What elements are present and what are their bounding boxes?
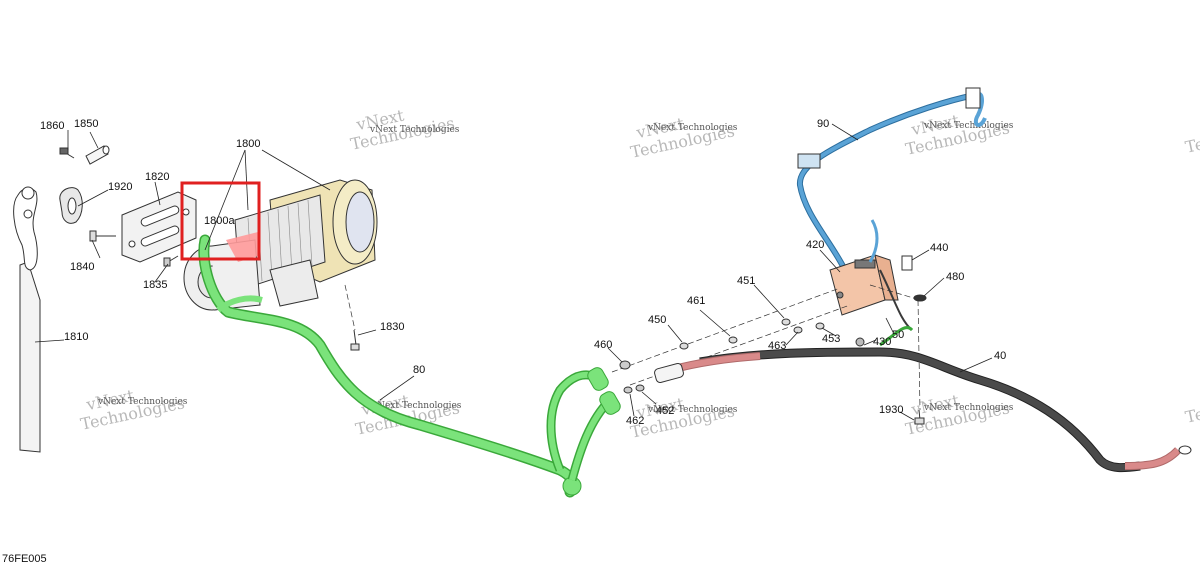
callout-462[interactable]: 462 — [626, 415, 644, 427]
cable-40 — [654, 326, 1192, 473]
svg-text:Technologies: Technologies — [1184, 386, 1200, 427]
callout-461[interactable]: 461 — [687, 295, 705, 307]
callout-440[interactable]: 440 — [930, 242, 948, 254]
callout-1860[interactable]: 1860 — [40, 120, 64, 132]
callout-1820[interactable]: 1820 — [145, 171, 169, 183]
leader-lines — [34, 123, 993, 421]
callout-450[interactable]: 450 — [648, 314, 666, 326]
contactor-420 — [829, 219, 913, 331]
watermark-small: vNext Technologies — [369, 125, 460, 135]
pin-1860 — [59, 147, 75, 159]
callout-1920[interactable]: 1920 — [108, 181, 132, 193]
callout-1930[interactable]: 1930 — [879, 404, 903, 416]
mount-plate-1820 — [121, 191, 197, 263]
watermark-small: vNext Technologies — [923, 121, 1014, 131]
watermark: Technologies — [1184, 386, 1200, 427]
bolt-1840 — [89, 230, 116, 242]
callout-452[interactable]: 452 — [656, 405, 674, 417]
highlight-region — [226, 232, 258, 262]
callout-451[interactable]: 451 — [737, 275, 755, 287]
callout-480[interactable]: 480 — [946, 271, 964, 283]
clip-440 — [901, 255, 913, 271]
callout-453[interactable]: 453 — [822, 333, 840, 345]
callout-460[interactable]: 460 — [594, 339, 612, 351]
bushing-1850 — [85, 145, 110, 165]
callout-1830[interactable]: 1830 — [380, 321, 404, 333]
watermark-small: vNext Technologies — [647, 123, 738, 133]
fairlead-1920 — [59, 187, 83, 224]
callout-420[interactable]: 420 — [806, 239, 824, 251]
callout-1800a[interactable]: 1800a — [204, 215, 235, 227]
cable-90 — [796, 87, 987, 272]
callout-1810[interactable]: 1810 — [64, 331, 88, 343]
callout-40[interactable]: 40 — [994, 350, 1006, 362]
highlight-box[interactable] — [180, 181, 261, 261]
callout-50[interactable]: 50 — [892, 329, 904, 341]
watermark-small: vNext Technologies — [923, 403, 1014, 413]
bolt-1930 — [914, 409, 925, 425]
callout-1840[interactable]: 1840 — [70, 261, 94, 273]
watermark-small: vNext Technologies — [371, 401, 462, 411]
figure-code: 76FE005 — [2, 553, 47, 565]
callout-80[interactable]: 80 — [413, 364, 425, 376]
callout-1835[interactable]: 1835 — [143, 279, 167, 291]
bolt-1835 — [163, 255, 179, 267]
svg-text:Technologies: Technologies — [1184, 116, 1200, 157]
watermark-small: vNext Technologies — [97, 397, 188, 407]
harness-connectors — [546, 367, 621, 482]
watermark-small: vNext Technologies — [647, 405, 738, 415]
callout-1800[interactable]: 1800 — [236, 138, 260, 150]
callout-1850[interactable]: 1850 — [74, 118, 98, 130]
hardware-small — [619, 318, 865, 394]
watermark: Technologies — [1184, 116, 1200, 157]
callouts: 1860 1850 1920 1820 1800 1800a 1840 1835… — [40, 118, 1006, 427]
callout-430[interactable]: 430 — [873, 336, 891, 348]
callout-90[interactable]: 90 — [817, 118, 829, 130]
winch-strap-1810 — [13, 186, 41, 453]
callout-463[interactable]: 463 — [768, 340, 786, 352]
bolt-1830 — [344, 284, 360, 351]
